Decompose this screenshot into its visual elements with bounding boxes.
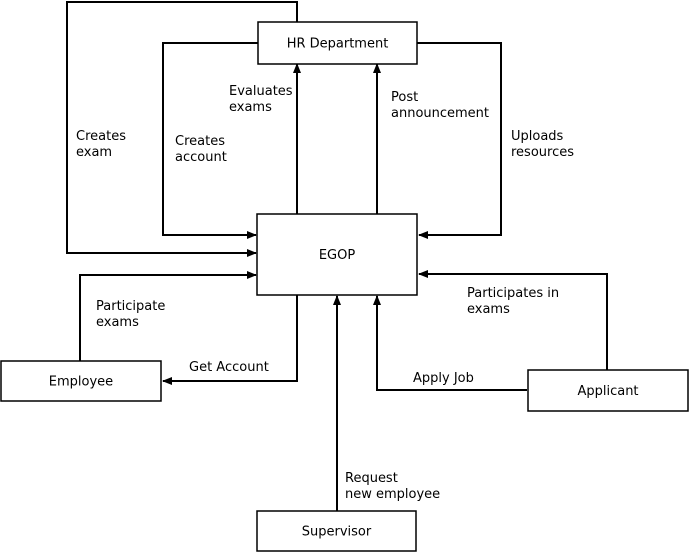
applicant-node: Applicant <box>527 369 689 412</box>
supervisor-label: Supervisor <box>302 525 372 540</box>
egop-node: EGOP <box>256 213 418 296</box>
apply-job-edge <box>373 295 527 391</box>
employee-label: Employee <box>49 375 113 390</box>
hr-department-node: HR Department <box>257 21 418 65</box>
evaluates-exams-label: Evaluates exams <box>229 84 297 115</box>
apply-job-label: Apply Job <box>413 371 474 386</box>
participates-in-exams-edge <box>418 270 608 370</box>
participate-exams-edge <box>79 271 257 361</box>
egop-label: EGOP <box>319 248 356 263</box>
uploads-resources-label: Uploads resources <box>511 129 574 160</box>
creates-account-edge <box>162 42 258 239</box>
supervisor-node: Supervisor <box>256 510 417 552</box>
get-account-edge <box>162 295 298 385</box>
participate-exams-label: Participate exams <box>96 299 170 330</box>
participates-in-exams-label: Participates in exams <box>467 286 563 317</box>
request-new-employee-label: Request new employee <box>345 471 440 502</box>
creates-exam-label: Creates exam <box>76 129 130 160</box>
get-account-label: Get Account <box>189 360 269 375</box>
post-announcement-label: Post announcement <box>391 90 489 121</box>
employee-node: Employee <box>0 360 162 402</box>
hr-department-label: HR Department <box>287 37 389 52</box>
creates-exam-edge <box>66 1 298 257</box>
creates-account-label: Creates account <box>175 134 229 165</box>
applicant-label: Applicant <box>577 384 638 399</box>
uploads-resources-edge <box>417 42 502 239</box>
